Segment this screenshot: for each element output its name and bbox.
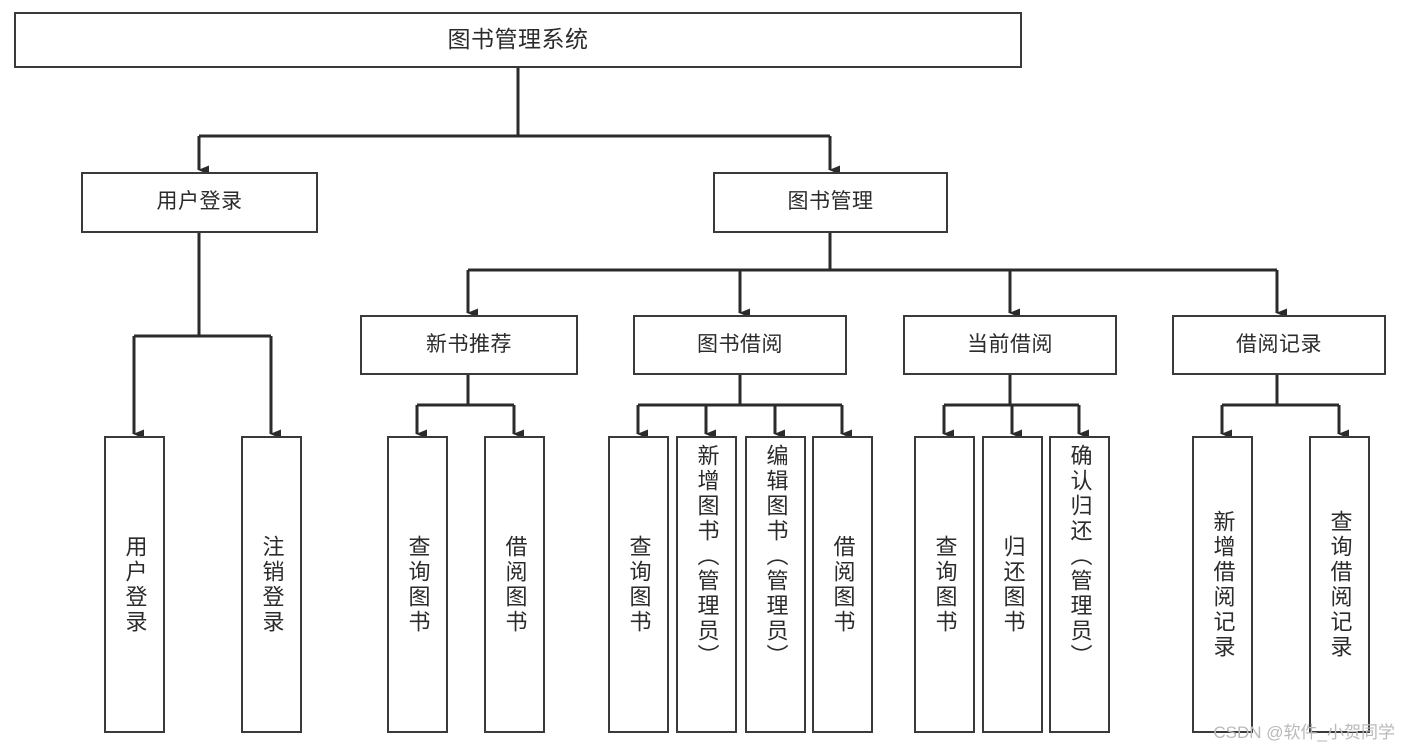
leaf-borrow-book-recommend[interactable]: 借阅图书 <box>484 436 545 733</box>
node-label: 编辑图书（管理员） <box>763 444 789 669</box>
node-label: 图书管理系统 <box>447 26 589 53</box>
node-label: 查询图书 <box>932 534 958 635</box>
leaf-user-login[interactable]: 用户登录 <box>104 436 165 733</box>
connector-group-borrow-record <box>1220 375 1349 439</box>
connector-group-user-login <box>132 233 281 439</box>
node-label: 确认归还（管理员） <box>1067 444 1093 669</box>
node-label: 新书推荐 <box>426 332 512 356</box>
node-label: 查询图书 <box>405 534 431 635</box>
node-label: 用户登录 <box>156 190 243 214</box>
connector-group-root <box>197 68 840 175</box>
connector-group-book-management <box>466 233 1287 318</box>
node-label: 借阅图书 <box>502 534 528 635</box>
leaf-query-book-recommend[interactable]: 查询图书 <box>387 436 448 733</box>
node-label: 用户登录 <box>122 534 148 635</box>
leaf-edit-book-admin[interactable]: 编辑图书（管理员） <box>745 436 806 733</box>
leaf-return-book[interactable]: 归还图书 <box>982 436 1043 733</box>
node-label: 查询借阅记录 <box>1327 509 1353 660</box>
node-book-borrow[interactable]: 图书借阅 <box>633 315 847 375</box>
node-label: 新增图书（管理员） <box>694 444 720 669</box>
node-label: 图书借阅 <box>697 332 783 356</box>
leaf-add-book-admin[interactable]: 新增图书（管理员） <box>676 436 737 733</box>
node-label: 当前借阅 <box>967 332 1053 356</box>
node-label: 查询图书 <box>626 534 652 635</box>
leaf-query-book-current[interactable]: 查询图书 <box>914 436 975 733</box>
leaf-add-borrow-record[interactable]: 新增借阅记录 <box>1192 436 1253 733</box>
node-new-book-recommend[interactable]: 新书推荐 <box>360 315 578 375</box>
connector-group-current-borrow <box>942 375 1089 439</box>
node-label: 新增借阅记录 <box>1210 509 1236 660</box>
node-current-borrow[interactable]: 当前借阅 <box>903 315 1117 375</box>
node-label: 注销登录 <box>259 534 285 635</box>
node-label: 归还图书 <box>1000 534 1026 635</box>
leaf-borrow-book[interactable]: 借阅图书 <box>812 436 873 733</box>
connector-group-book-borrow <box>636 375 852 439</box>
connector-group-new-book <box>415 375 524 439</box>
node-root-book-management-system[interactable]: 图书管理系统 <box>14 12 1022 68</box>
node-borrow-record[interactable]: 借阅记录 <box>1172 315 1386 375</box>
leaf-logout-login[interactable]: 注销登录 <box>241 436 302 733</box>
node-label: 图书管理 <box>787 190 874 214</box>
leaf-query-borrow-record[interactable]: 查询借阅记录 <box>1309 436 1370 733</box>
node-label: 借阅记录 <box>1236 332 1322 356</box>
node-label: 借阅图书 <box>830 534 856 635</box>
node-book-management[interactable]: 图书管理 <box>713 172 948 233</box>
node-user-login[interactable]: 用户登录 <box>81 172 318 233</box>
leaf-confirm-return-admin[interactable]: 确认归还（管理员） <box>1049 436 1110 733</box>
leaf-query-book-borrow[interactable]: 查询图书 <box>608 436 669 733</box>
